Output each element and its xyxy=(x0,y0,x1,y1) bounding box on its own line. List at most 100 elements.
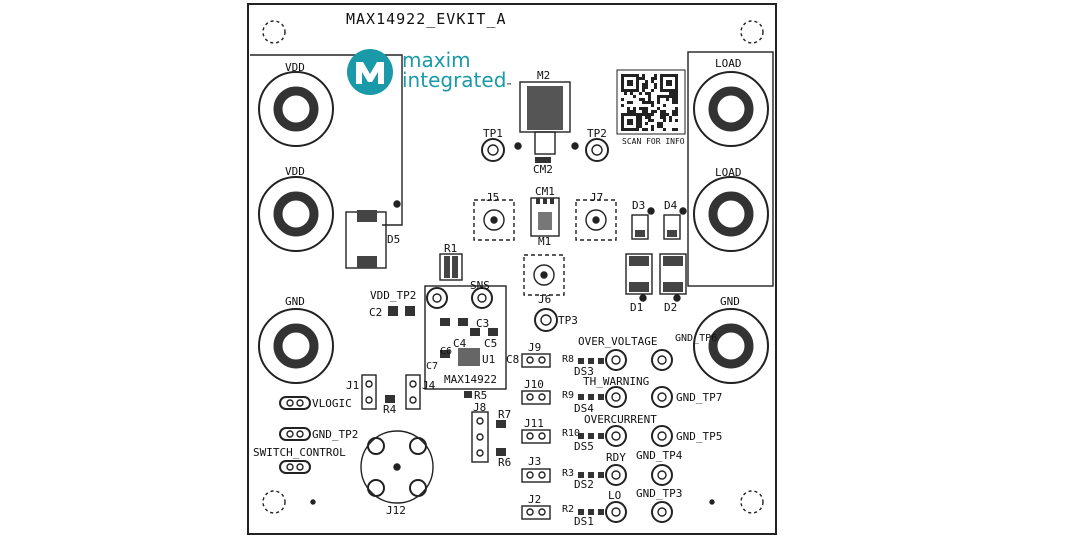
label-j7: J7 xyxy=(590,191,604,204)
ic-label: MAX14922 xyxy=(444,373,497,386)
label-vlogic: VLOGIC xyxy=(312,397,352,410)
label-ds3: DS3 xyxy=(574,365,594,378)
row-overcurrent xyxy=(521,425,673,447)
label-c3: C3 xyxy=(476,317,490,330)
label-d3: D3 xyxy=(632,199,646,212)
label-d2: D2 xyxy=(664,301,678,314)
label-c8: C8 xyxy=(506,353,520,366)
label-j1: J1 xyxy=(346,379,360,392)
label-m2: M2 xyxy=(537,69,551,82)
label-gnd-left: GND xyxy=(285,295,305,308)
label-d4: D4 xyxy=(664,199,678,212)
label-r3: R3 xyxy=(562,468,575,479)
brand-maxim: maxim xyxy=(402,48,471,72)
label-d5: D5 xyxy=(387,233,401,246)
label-r10: R10 xyxy=(562,428,581,439)
label-ds5: DS5 xyxy=(574,440,594,453)
label-gnd-tp4: GND_TP4 xyxy=(636,449,683,462)
load-outline xyxy=(687,51,774,287)
mount-hole-br xyxy=(740,490,764,514)
j1-header xyxy=(361,374,377,410)
d2-outline xyxy=(659,253,687,295)
label-j3: J3 xyxy=(528,455,542,468)
label-c6: C6 xyxy=(440,346,453,357)
label-j12: J12 xyxy=(386,504,406,517)
label-switch-control: SWITCH_CONTROL xyxy=(253,446,346,459)
label-vdd-2: VDD xyxy=(285,165,305,178)
j4-header xyxy=(405,374,421,410)
label-r9: R9 xyxy=(562,390,575,401)
label-gnd-tp5: GND_TP5 xyxy=(676,430,723,443)
label-tp1: TP1 xyxy=(483,127,503,140)
label-cm1: CM1 xyxy=(535,185,555,198)
r1-outline xyxy=(439,253,463,281)
maxim-logo-icon xyxy=(347,49,393,95)
label-r2: R2 xyxy=(562,504,575,515)
label-j6: J6 xyxy=(538,293,552,306)
mount-hole-tr xyxy=(740,20,764,44)
tp1-testpoint xyxy=(481,138,505,162)
label-r6: R6 xyxy=(498,456,512,469)
label-overcurrent: OVERCURRENT xyxy=(584,413,657,426)
qr-caption: SCAN FOR INFO xyxy=(622,137,685,146)
label-c2: C2 xyxy=(369,306,383,319)
label-r7: R7 xyxy=(498,408,512,421)
label-th-warning: TH_WARNING xyxy=(583,375,650,388)
gnd-terminal-right xyxy=(693,308,769,384)
vdd-terminal-1 xyxy=(258,71,334,147)
label-c5: C5 xyxy=(484,337,498,350)
label-d1: D1 xyxy=(630,301,644,314)
d1-outline xyxy=(625,253,653,295)
label-cm2: CM2 xyxy=(533,163,553,176)
label-j2: J2 xyxy=(528,493,542,506)
d3-outline xyxy=(631,214,649,240)
u1-area xyxy=(424,285,507,390)
label-tp2: TP2 xyxy=(587,127,607,140)
d4-outline xyxy=(663,214,681,240)
label-j4: J4 xyxy=(422,379,436,392)
label-load-2: LOAD xyxy=(715,166,742,179)
j6-connector xyxy=(523,254,565,296)
gnd-terminal-left xyxy=(258,308,334,384)
label-c4: C4 xyxy=(453,337,467,350)
sns-testpoint xyxy=(471,287,493,309)
tp2-testpoint xyxy=(585,138,609,162)
row-th-warning xyxy=(521,386,673,408)
board-title: MAX14922_EVKIT_A xyxy=(346,10,507,28)
label-u1: U1 xyxy=(482,353,496,366)
label-gnd-right: GND xyxy=(720,295,740,308)
row-overvoltage xyxy=(521,349,673,371)
label-vdd-1: VDD xyxy=(285,61,305,74)
row-lo xyxy=(521,501,673,523)
label-r1: R1 xyxy=(444,242,458,255)
label-ds1: DS1 xyxy=(574,515,594,528)
load-terminal-1 xyxy=(693,71,769,147)
label-rdy: RDY xyxy=(606,451,626,464)
label-j9: J9 xyxy=(528,341,542,354)
j8-header xyxy=(471,411,489,463)
brand-integrated: integrated xyxy=(402,68,507,92)
label-j11: J11 xyxy=(524,417,544,430)
load-terminal-2 xyxy=(693,176,769,252)
label-sns: SNS xyxy=(470,279,490,292)
vdd-terminal-2 xyxy=(258,176,334,252)
label-r8: R8 xyxy=(562,354,575,365)
label-ds2: DS2 xyxy=(574,478,594,491)
j7-connector xyxy=(575,199,617,241)
j5-connector xyxy=(473,199,515,241)
label-gnd-tp7: GND_TP7 xyxy=(676,391,723,404)
label-gnd-tp6: GND_TP6 xyxy=(675,333,718,344)
tp3-testpoint xyxy=(534,308,558,332)
label-ds4: DS4 xyxy=(574,402,594,415)
mount-hole-bl xyxy=(262,490,286,514)
j12-connector xyxy=(360,430,434,504)
vdd-outline xyxy=(250,54,403,226)
qr-code-icon xyxy=(616,69,686,135)
label-r4: R4 xyxy=(383,403,397,416)
vdd-tp2-testpoint xyxy=(426,287,448,309)
label-lo: LO xyxy=(608,489,622,502)
label-gnd-tp3: GND_TP3 xyxy=(636,487,683,500)
label-c7: C7 xyxy=(426,361,439,372)
label-j8: J8 xyxy=(473,401,487,414)
